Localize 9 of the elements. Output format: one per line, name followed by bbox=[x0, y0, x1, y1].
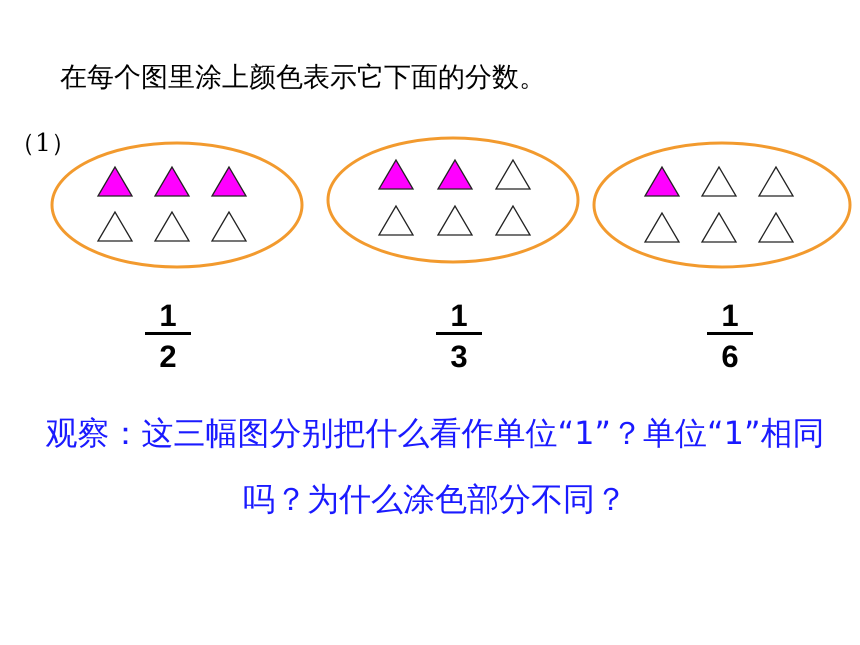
fraction-numerator: 1 bbox=[449, 299, 469, 333]
problem-number: （1） bbox=[10, 127, 76, 159]
fraction-numerator: 1 bbox=[720, 299, 740, 333]
instruction-text: 在每个图里涂上颜色表示它下面的分数。 bbox=[60, 61, 546, 95]
fraction-denominator: 3 bbox=[449, 340, 469, 374]
fraction-numerator: 1 bbox=[158, 299, 178, 333]
fraction-denominator: 2 bbox=[158, 340, 178, 374]
question-text: 观察：这三幅图分别把什么看作单位“1”？单位“1”相同吗？为什么涂色部分不同？ bbox=[44, 413, 826, 520]
fraction-denominator: 6 bbox=[720, 340, 740, 374]
